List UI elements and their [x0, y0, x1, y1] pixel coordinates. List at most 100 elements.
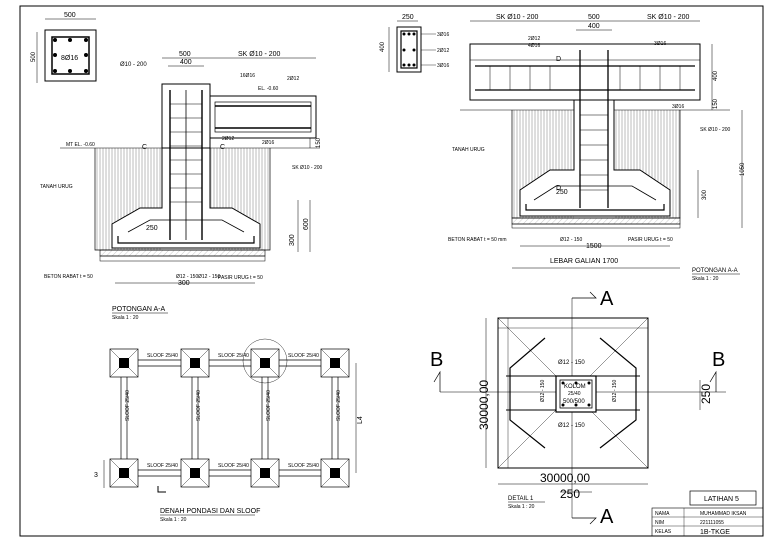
sloof-dim-h: 400 — [380, 41, 386, 52]
left-dim-col: 500 — [179, 51, 191, 58]
left-tag-3: 2Ø12 — [222, 136, 234, 142]
sloof-tag-2: 2Ø12 — [437, 48, 449, 54]
plan-title: DENAH PONDASI DAN SLOOF — [160, 508, 260, 515]
right-dim-500: 500 — [588, 14, 600, 21]
right-tag-2: 4Ø16 — [528, 43, 540, 49]
right-tag-3: 3Ø16 — [654, 41, 666, 47]
right-dim-300: 300 — [702, 189, 708, 200]
left-stirrup-left: Ø10 - 200 — [120, 62, 147, 68]
left-dim-inner: 400 — [180, 59, 192, 66]
left-bars-a: Ø12 - 150 — [176, 274, 198, 280]
detail-1: KOLOM 25/40 500/500 Ø12 - 150 Ø12 - 150 … — [430, 288, 726, 528]
detail-bar-right: Ø12 - 150 — [612, 380, 618, 402]
right-dim-r150: 150 — [713, 98, 719, 109]
footing-plan — [320, 458, 350, 488]
right-lean-label: BETON RABAT t = 50 mm — [448, 237, 507, 243]
sloof-label: SLOOF 25/40 — [125, 390, 131, 421]
footing-plan — [250, 458, 280, 488]
cut-a-top: A — [600, 288, 614, 310]
detail-bar-bottom: Ø12 - 150 — [558, 423, 585, 429]
col-depth-dim: 500 — [31, 51, 37, 62]
detail-title: DETAIL 1 — [508, 496, 534, 502]
nama-label: NAMA — [655, 511, 670, 517]
section-right: SK Ø10 - 200 500 SK Ø10 - 200 400 2Ø12 4… — [448, 14, 746, 282]
sloof-dim-w: 250 — [402, 14, 414, 21]
left-sand-label: PASIR URUG t = 50 — [218, 275, 263, 281]
column-section: 500 500 8Ø16 — [31, 12, 97, 83]
left-lean-label: BETON RABAT t = 50 — [44, 274, 93, 280]
right-title: POTONGAN A-A — [692, 268, 738, 274]
left-scale: Skala 1 : 20 — [112, 315, 139, 321]
plan-dim-l3: 3 — [94, 472, 98, 479]
footing-plan — [320, 348, 350, 378]
right-dim-250: 250 — [556, 189, 568, 196]
right-dim-400: 400 — [588, 23, 600, 30]
right-soil-label: TANAH URUG — [452, 147, 485, 153]
kelas-label: KELAS — [655, 529, 672, 535]
detail-dim-v: 30000,00 — [477, 380, 491, 430]
left-sk-bottom: SK Ø10 - 200 — [292, 165, 323, 171]
left-dim-150: 150 — [316, 137, 322, 148]
sloof-label: SLOOF 25/40 — [218, 463, 249, 469]
detail-dim-h: 30000,00 — [540, 471, 590, 485]
detail-bar-left: Ø12 - 150 — [540, 380, 546, 402]
left-dim-250: 250 — [146, 225, 158, 232]
right-tag-4: 3Ø16 — [672, 104, 684, 110]
detail-dim-r250: 250 — [699, 384, 713, 404]
nim-value: 221111055 — [700, 520, 724, 526]
right-sk-left: SK Ø10 - 200 — [496, 14, 539, 21]
right-cut-d2: D — [556, 185, 561, 192]
left-tag-4: 2Ø16 — [262, 140, 274, 146]
nim-label: NIM — [655, 520, 664, 526]
title-block: LATIHAN 5 NAMA MUHAMMAD IKSAN NIM 221111… — [651, 490, 764, 537]
footing-plan — [180, 458, 210, 488]
sloof-label: SLOOF 25/40 — [288, 463, 319, 469]
left-stirrup-label: SK Ø10 - 200 — [238, 51, 281, 58]
right-dim-r400: 400 — [713, 70, 719, 81]
left-elev-left: MT EL. -0.60 — [66, 142, 95, 148]
right-cut-d1: D — [556, 56, 561, 63]
detail-col-size: 500/500 — [563, 399, 585, 405]
sloof-label: SLOOF 25/40 — [147, 353, 178, 359]
left-cut-c1: C — [142, 144, 147, 151]
sloof-tag-1: 3Ø16 — [437, 32, 449, 38]
sloof-label: SLOOF 25/40 — [288, 353, 319, 359]
sheet-name: LATIHAN 5 — [704, 496, 739, 503]
col-rebar-label: 8Ø16 — [61, 55, 78, 62]
right-excavation: LEBAR GALIAN 1700 — [550, 258, 618, 265]
right-tag-1: 2Ø12 — [528, 36, 540, 42]
sheet-border — [19, 5, 764, 537]
left-dim-bottom: 300 — [178, 280, 190, 287]
right-dim-r1500: 1500 — [586, 243, 602, 250]
nama-value: MUHAMMAD IKSAN — [700, 511, 747, 517]
section-left: 500 400 SK Ø10 - 200 Ø10 - 200 16Ø16 2Ø1… — [40, 51, 323, 321]
left-dim-600: 600 — [303, 218, 310, 230]
plan-scale: Skala 1 : 20 — [160, 517, 187, 523]
kelas-value: 1B-TKGE — [700, 529, 730, 536]
plan-dim-l4: L4 — [357, 416, 364, 424]
detail-callout-circle — [242, 338, 288, 384]
detail-col-mid: 25/40 — [568, 391, 581, 397]
footing-plan — [109, 458, 139, 488]
right-scale: Skala 1 : 20 — [692, 276, 719, 282]
left-tag-1: 16Ø16 — [240, 73, 255, 79]
sloof-detail: 250 400 3Ø16 2Ø12 3Ø16 — [380, 14, 449, 73]
left-cut-c2: C — [220, 144, 225, 151]
right-dim-1050: 1050 — [740, 162, 746, 176]
cut-a-bottom: A — [600, 506, 614, 528]
footing-plan — [250, 348, 280, 378]
sloof-tag-3: 3Ø16 — [437, 63, 449, 69]
sloof-label: SLOOF 25/40 — [336, 390, 342, 421]
detail-scale: Skala 1 : 20 — [508, 504, 535, 510]
sloof-label: SLOOF 25/40 — [266, 390, 272, 421]
left-soil-label: TANAH URUG — [40, 184, 73, 190]
right-bars: Ø12 - 150 — [560, 237, 582, 243]
left-title: POTONGAN A-A — [112, 306, 165, 313]
left-elev-top: EL. -0.60 — [258, 86, 279, 92]
cut-b-left: B — [430, 349, 443, 371]
detail-bar-top: Ø12 - 150 — [558, 360, 585, 366]
left-dim-300: 300 — [289, 234, 296, 246]
sloof-label: SLOOF 25/40 — [218, 353, 249, 359]
right-sk-side: SK Ø10 - 200 — [700, 127, 731, 133]
